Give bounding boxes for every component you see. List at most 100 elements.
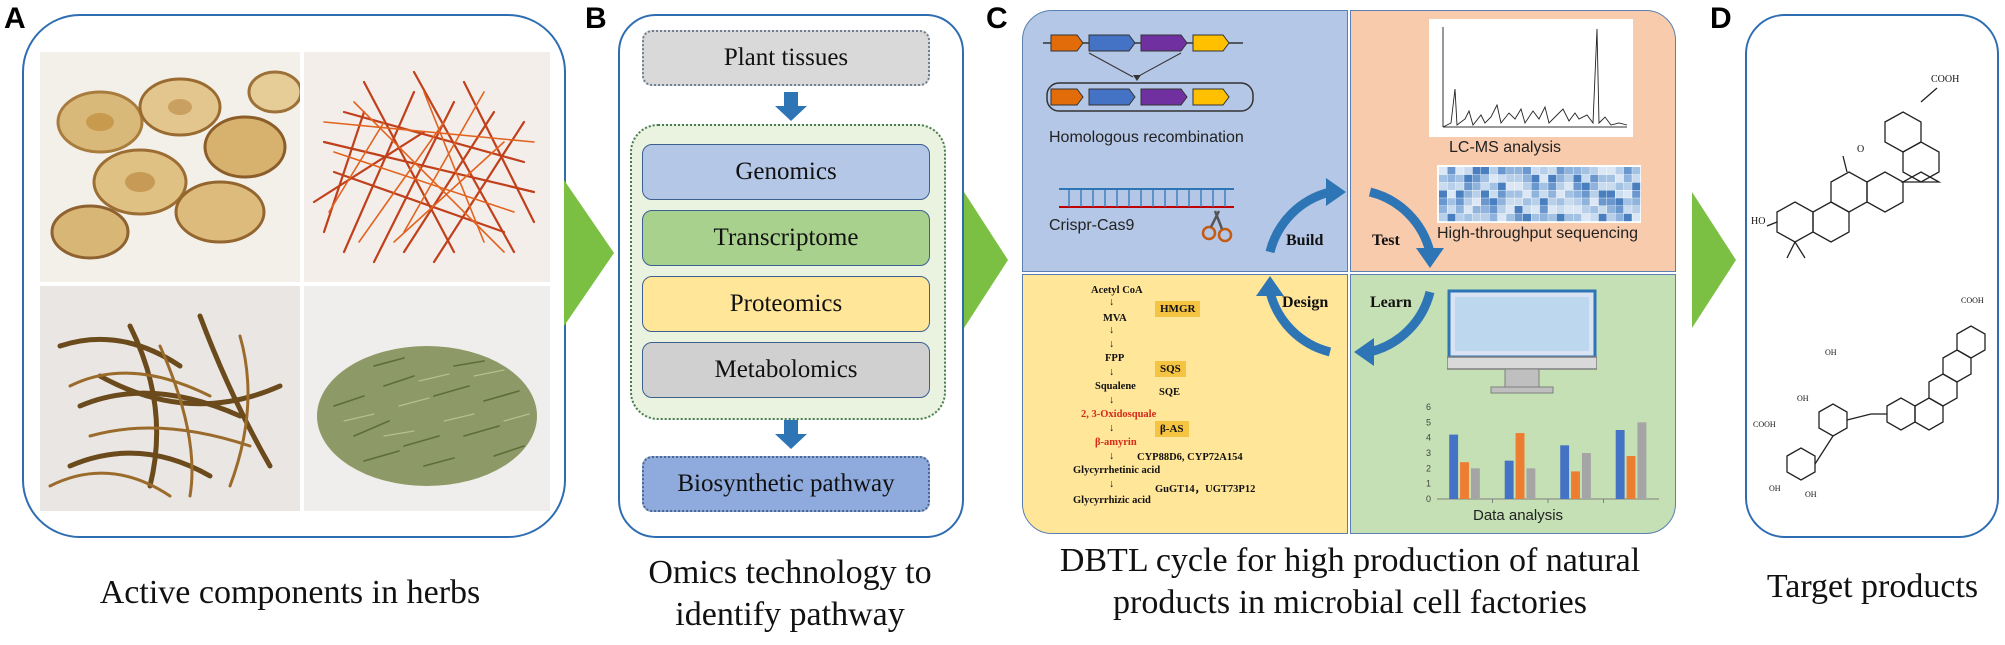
down-arrow-icon: [775, 420, 807, 449]
bar-series-2-cat-1: [1460, 462, 1469, 499]
heatmap-cell: [1590, 213, 1599, 222]
heatmap-cell: [1447, 206, 1456, 214]
heatmap-cell: [1565, 198, 1573, 206]
heatmap-cell: [1539, 174, 1548, 183]
heatmap-cell: [1531, 198, 1540, 206]
heatmap-cell: [1573, 167, 1582, 175]
heatmap-cell: [1514, 182, 1523, 190]
heatmap-cell: [1464, 190, 1473, 198]
ketone-oxygen-label: O: [1857, 144, 1865, 155]
cooh-label-2: COOH: [1961, 296, 1984, 305]
heatmap-cell: [1548, 213, 1557, 222]
heatmap-cell: [1497, 167, 1506, 175]
heatmap-cell: [1455, 182, 1464, 190]
heatmap-cell: [1497, 206, 1506, 214]
heatmap-cell: [1565, 167, 1573, 175]
heatmap-cell: [1506, 198, 1515, 206]
y-tick-label: 3: [1426, 448, 1431, 458]
heatmap-cell: [1607, 206, 1615, 214]
heatmap-cell: [1523, 190, 1531, 198]
caption-b-line1: Omics technology to: [648, 554, 932, 591]
gene-construct-diagram: [1043, 34, 1254, 112]
pathway-step-fpp: FPP: [1105, 353, 1125, 364]
pathway-step-glycyrrhizic-acid: Glycyrrhizic acid: [1073, 495, 1151, 506]
heatmap-cell: [1632, 167, 1641, 175]
heatmap-cell: [1514, 213, 1523, 222]
heatmap-cell: [1548, 182, 1557, 190]
heatmap-cell: [1615, 174, 1624, 183]
heatmap-cell: [1548, 190, 1557, 198]
heatmap-cell: [1607, 198, 1615, 206]
bar-series-3-cat-4: [1637, 422, 1647, 499]
heatmap-cell: [1565, 190, 1573, 198]
cooh-label-3: COOH: [1753, 420, 1776, 429]
heatmap-cell: [1531, 167, 1540, 175]
heatmap-cell: [1548, 206, 1557, 214]
heatmap-cell: [1523, 167, 1531, 175]
pathway-step-oxidosqualene: 2, 3-Oxidosquale: [1081, 409, 1157, 420]
design-quadrant: Acetyl CoA ↓ MVA ↓ ↓ FPP ↓ Squalene ↓ 2,…: [1022, 274, 1348, 534]
bar-series-1-cat-4: [1615, 430, 1625, 499]
heatmap-cell: [1472, 174, 1481, 183]
pathway-step-beta-amyrin: β-amyrin: [1095, 437, 1137, 448]
panel-label-a: A: [4, 2, 26, 35]
oh-label-3: OH: [1769, 484, 1781, 493]
heatmap-cell: [1556, 182, 1565, 190]
heatmap-cell: [1464, 213, 1473, 222]
omics-transcriptome-box: Transcriptome: [642, 210, 930, 266]
bar-series-1-cat-1: [1449, 434, 1459, 499]
heatmap-cell: [1497, 182, 1506, 190]
caption-d: Target products: [1766, 568, 1979, 605]
heatmap-cell: [1523, 182, 1531, 190]
heatmap-cell: [1615, 198, 1624, 206]
arrow-b-to-c: [964, 192, 1008, 328]
heatmap-cell: [1565, 182, 1573, 190]
heatmap-cell: [1565, 206, 1573, 214]
heatmap-cell: [1607, 182, 1615, 190]
computer-monitor-icon: [1447, 289, 1597, 394]
pathway-arrow-icon: ↓: [1109, 367, 1115, 378]
heatmap-cell: [1489, 206, 1498, 214]
heatmap-cell: [1455, 213, 1464, 222]
heatmap-cell: [1455, 206, 1464, 214]
heatmap-cell: [1447, 198, 1456, 206]
heatmap-cell: [1439, 182, 1447, 190]
heatmap-cell: [1590, 206, 1599, 214]
heatmap-cell: [1455, 190, 1464, 198]
heatmap-cell: [1472, 198, 1481, 206]
heatmap-cell: [1464, 174, 1473, 183]
heatmap-cell: [1531, 174, 1540, 183]
heatmap-cell: [1481, 182, 1489, 190]
pathway-arrow-icon: ↓: [1109, 479, 1115, 490]
heatmap-cell: [1581, 174, 1590, 183]
heatmap-cell: [1481, 198, 1489, 206]
caption-b-line2: identify pathway: [675, 596, 905, 633]
heatmap-cell: [1439, 198, 1447, 206]
heatmap-cell: [1489, 167, 1498, 175]
panel-label-d: D: [1710, 2, 1732, 35]
oh-label-2: OH: [1797, 394, 1809, 403]
enzyme-hmgr-tag: HMGR: [1155, 301, 1201, 317]
heatmap-cell: [1472, 167, 1481, 175]
heatmap-cell: [1455, 167, 1464, 175]
oh-label-4: OH: [1805, 490, 1817, 499]
heatmap-cell: [1523, 174, 1531, 183]
heatmap-cell: [1598, 198, 1607, 206]
heatmap-cell: [1632, 182, 1641, 190]
high-throughput-sequencing-label: High-throughput sequencing: [1437, 225, 1639, 242]
heatmap-cell: [1632, 198, 1641, 206]
triterpene-structures: [1766, 87, 1986, 481]
heatmap-cell: [1632, 190, 1641, 198]
cooh-label: COOH: [1931, 74, 1960, 85]
y-tick-label: 1: [1426, 479, 1431, 489]
root-herb-image: [40, 286, 300, 511]
cycle-label-test: Test: [1372, 232, 1400, 249]
panel-label-c: C: [986, 2, 1008, 35]
bar-series-2-cat-2: [1515, 433, 1525, 499]
heatmap-cell: [1464, 167, 1473, 175]
heatmap-cell: [1472, 190, 1481, 198]
heatmap-cell: [1632, 206, 1641, 214]
pathway-step-glycyrrhetinic-acid: Glycyrrhetinic acid: [1073, 465, 1161, 476]
heatmap-cell: [1489, 174, 1498, 183]
heatmap-cell: [1573, 190, 1582, 198]
